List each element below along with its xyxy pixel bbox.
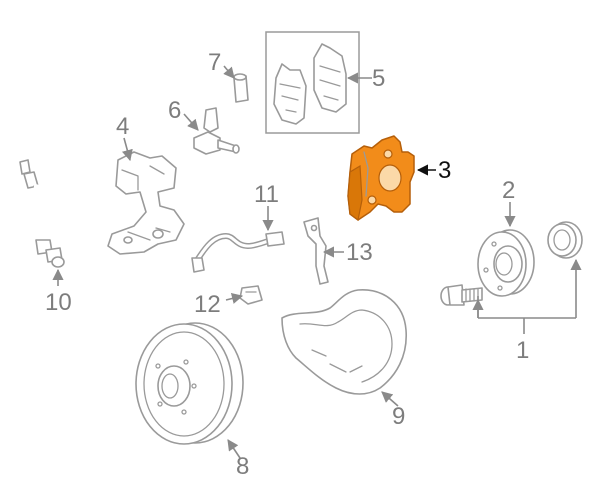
callout-5: 5 [346,65,385,92]
callout-label-2: 2 [502,177,515,204]
callout-label-9: 9 [392,403,405,430]
callout-label-8: 8 [236,453,249,480]
brake-hose-part[interactable] [19,159,69,268]
callout-2: 2 [502,177,516,228]
brake-rotor-part[interactable] [135,322,244,445]
wheel-bearing-part[interactable] [547,221,583,259]
callout-6: 6 [168,97,199,131]
callout-label-1: 1 [516,337,529,364]
callout-label-4: 4 [116,113,129,140]
callout-label-6: 6 [168,97,181,124]
callout-4: 4 [116,113,133,162]
callout-13: 13 [322,239,373,266]
bleeder-cap-part[interactable] [233,73,249,103]
hub-bolt-part[interactable] [440,284,483,306]
callout-label-10: 10 [45,289,72,316]
callout-1: 1 [472,258,582,364]
callout-10: 10 [45,268,72,316]
caliper-bracket-part[interactable] [107,151,185,255]
brake-caliper-part-highlighted[interactable] [347,135,415,222]
bleeder-screw-part[interactable] [193,107,240,155]
callout-label-3: 3 [438,157,451,184]
callout-8: 8 [227,439,249,480]
wheel-hub-part[interactable] [477,229,535,297]
splash-shield-part[interactable] [281,289,407,395]
callout-label-5: 5 [372,65,385,92]
callout-label-13: 13 [346,239,373,266]
callout-7: 7 [208,49,235,79]
small-clip-part[interactable] [239,285,263,305]
callout-label-11: 11 [254,181,279,208]
brake-pads-part[interactable] [265,31,360,134]
bracket-clip-part[interactable] [303,217,329,285]
callout-3: 3 [416,157,451,184]
callout-label-7: 7 [208,49,221,76]
callout-label-12: 12 [194,291,221,318]
callout-9: 9 [381,391,405,430]
brake-line-part[interactable] [191,231,285,273]
callout-11: 11 [254,181,279,232]
callout-12: 12 [194,291,244,318]
